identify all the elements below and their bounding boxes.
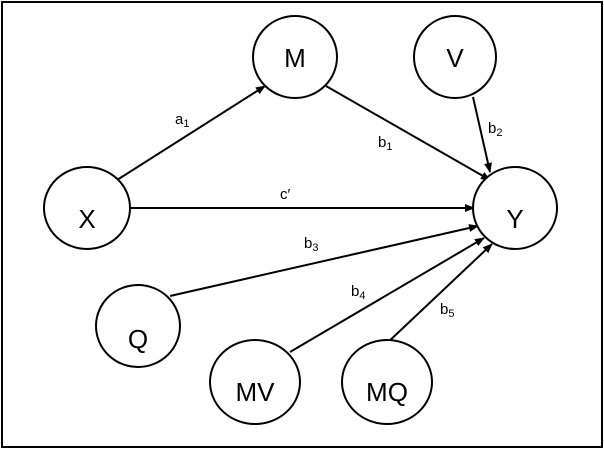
node-v-label: V: [446, 43, 464, 73]
edge-q-to-y: [169, 224, 479, 297]
edge-label-a1: a1: [175, 111, 189, 130]
edge-mq-to-y: [384, 243, 493, 346]
edge-v-to-y: [472, 96, 492, 173]
edge-label-b2: b2: [488, 120, 502, 139]
node-q: Q: [95, 284, 181, 368]
node-mv-label: MV: [236, 377, 276, 407]
edge-label-b1: b1: [378, 134, 392, 153]
node-x: X: [43, 166, 131, 250]
edge-label-c-prime: c′: [280, 186, 291, 203]
node-v: V: [413, 15, 497, 99]
node-mq-label: MQ: [366, 377, 408, 407]
node-mv: MV: [209, 339, 301, 425]
node-y-label: Y: [506, 204, 523, 234]
node-y: Y: [472, 166, 558, 250]
node-m: M: [252, 15, 338, 99]
edge-label-b5: b5: [440, 301, 454, 320]
edge-m-to-y: [325, 85, 491, 181]
node-m-label: M: [284, 43, 306, 73]
edge-x-to-m: [116, 85, 266, 181]
edge-label-b3: b3: [304, 235, 318, 254]
node-x-label: X: [78, 204, 95, 234]
node-q-label: Q: [128, 324, 148, 354]
edge-mv-to-y: [289, 237, 485, 353]
edge-label-b4: b4: [351, 283, 365, 302]
node-mq: MQ: [341, 339, 433, 425]
